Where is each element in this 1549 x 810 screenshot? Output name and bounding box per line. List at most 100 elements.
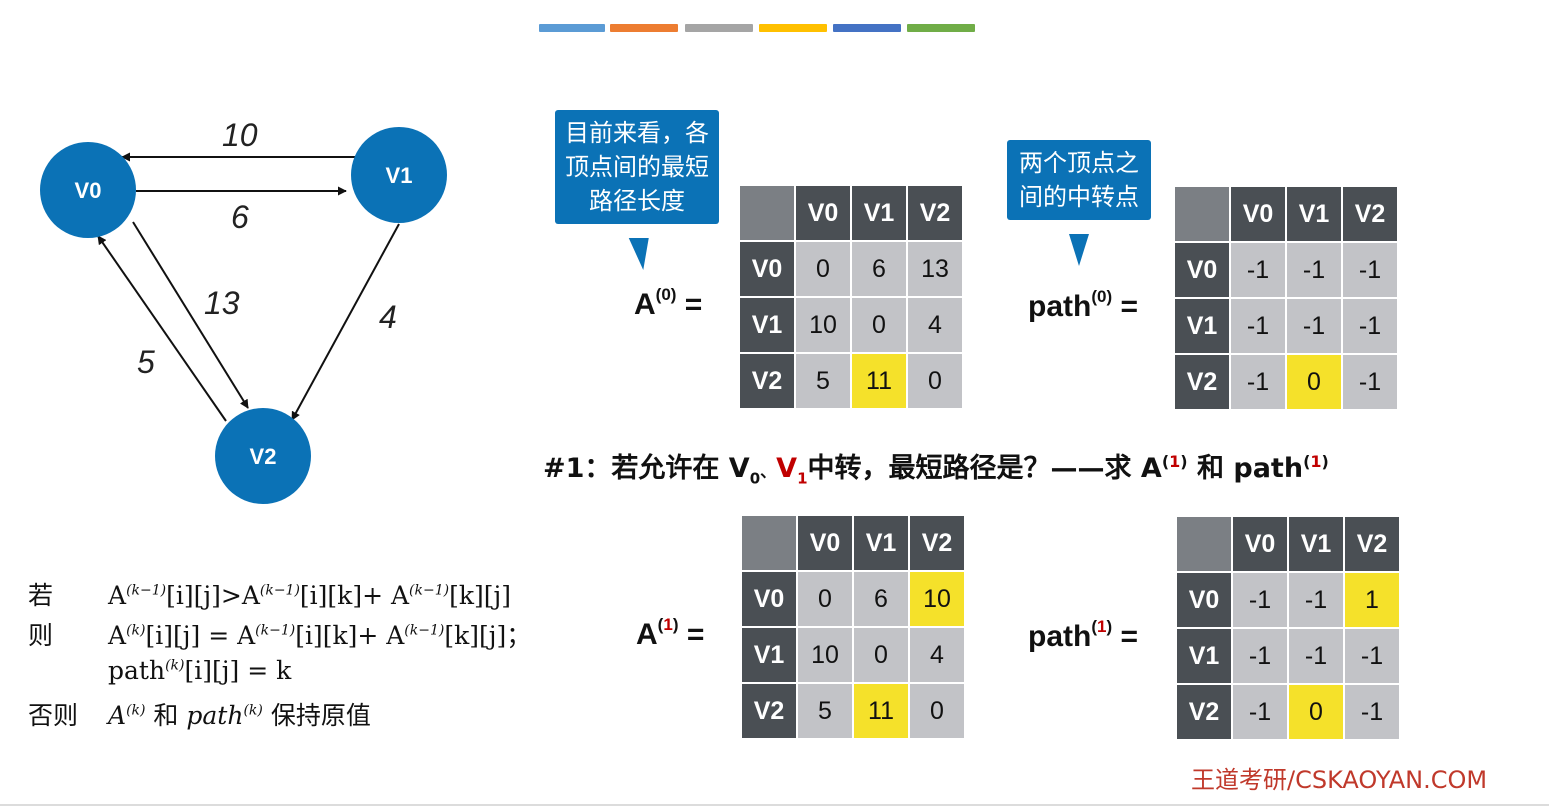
label-path1: path(1) = [1028, 617, 1138, 654]
label-path0: path(0) = [1028, 287, 1138, 324]
bottom-divider [0, 804, 1549, 806]
matrix-cell: 4 [908, 626, 966, 684]
step-prefix: #1：若允许在 V [543, 453, 750, 484]
top-bar-5 [833, 24, 901, 32]
formula-kw-then: 则 [28, 621, 54, 650]
row-header: V1 [740, 626, 798, 684]
matrix-cell: -1 [1343, 627, 1401, 685]
column-header: V1 [850, 184, 908, 242]
matrix-cell: 0 [852, 626, 910, 684]
node-v0-label: V0 [75, 178, 102, 203]
edge-weight-v1-v2: 4 [379, 299, 397, 335]
callout-line-1: 目前来看，各 [565, 119, 709, 147]
matrix-cell: -1 [1285, 297, 1343, 355]
column-header: V0 [794, 184, 852, 242]
step-path-sup: (1) [1303, 452, 1329, 471]
matrix-cell: 0 [906, 352, 964, 410]
row-header: V0 [738, 240, 796, 298]
matrix-cell: 0 [850, 296, 908, 354]
matrix-cell: -1 [1231, 683, 1289, 741]
edge-weight-v0-v2: 13 [204, 285, 240, 321]
matrix-cell: -1 [1229, 353, 1287, 411]
row-header: V2 [1175, 683, 1233, 741]
matrix-cell: 4 [906, 296, 964, 354]
edge-v0-v2 [132, 221, 249, 409]
callout-tail [628, 238, 654, 270]
edge-weight-v2-v0: 5 [137, 344, 155, 380]
row-header: V1 [1175, 627, 1233, 685]
node-v1-label: V1 [386, 163, 413, 188]
node-v1: V1 [351, 127, 447, 223]
matrix-cell: 0 [908, 682, 966, 740]
matrix-cell: -1 [1231, 571, 1289, 629]
matrix-cell: 0 [1285, 353, 1343, 411]
matrix-corner [740, 514, 798, 572]
matrix-corner [738, 184, 796, 242]
top-bar-2 [610, 24, 678, 32]
top-bar-4 [759, 24, 827, 32]
row-header: V1 [1173, 297, 1231, 355]
matrix-cell: 10 [908, 570, 966, 628]
label-path1-name: path [1028, 620, 1092, 653]
step-a-sup: (1) [1161, 452, 1188, 471]
row-header: V2 [738, 352, 796, 410]
label-a1-sup: (1) [657, 615, 679, 634]
matrix-cell: 6 [852, 570, 910, 628]
row-header: V0 [1173, 241, 1231, 299]
row-header: V2 [740, 682, 798, 740]
callout-shortest-length: 目前来看，各 顶点间的最短 路径长度 [555, 110, 719, 270]
matrix-cell: 0 [794, 240, 852, 298]
callout-line-2: 间的中转点 [1019, 183, 1139, 211]
matrix-cell: 11 [852, 682, 910, 740]
matrix-cell: 1 [1343, 571, 1401, 629]
label-path1-sup: (1) [1091, 617, 1113, 636]
row-header: V0 [1175, 571, 1233, 629]
formula-path-assign: path(k)[i][j] = k [108, 656, 292, 685]
footer-brand: 王道考研/CSKAOYAN.COM [1191, 766, 1488, 794]
step-v1: V [776, 453, 798, 484]
matrix-cell: 5 [796, 682, 854, 740]
matrix-cell: 10 [796, 626, 854, 684]
matrix-cell: -1 [1341, 241, 1399, 299]
column-header: V2 [906, 184, 964, 242]
callout-line-3: 路径长度 [589, 187, 685, 215]
step-question: #1：若允许在 V0、V1中转，最短路径是？——求 A(1) 和 path(1) [543, 446, 1329, 487]
matrix-cell: -1 [1341, 353, 1399, 411]
step-v0-sub: 0 [749, 469, 761, 488]
node-v2-label: V2 [250, 444, 277, 469]
top-bar-1 [539, 24, 605, 32]
matrix-row: V0-1-1-1 [1173, 241, 1399, 299]
row-header: V1 [738, 296, 796, 354]
row-header: V2 [1173, 353, 1231, 411]
matrix-cell: 5 [794, 352, 852, 410]
matrix-cell: -1 [1287, 571, 1345, 629]
column-header: V0 [796, 514, 854, 572]
node-v0: V0 [40, 142, 136, 238]
node-v2: V2 [215, 408, 311, 504]
label-a0-name: A [634, 288, 656, 321]
column-header: V2 [1341, 185, 1399, 243]
matrix-corner [1175, 515, 1233, 573]
label-a1-eq: = [678, 618, 705, 651]
directed-graph: 10 6 13 4 5 V0 V1 V2 [40, 117, 447, 504]
matrix-cell: -1 [1343, 683, 1401, 741]
matrix-cell: 10 [794, 296, 852, 354]
step-mid: 中转，最短路径是？——求 A [807, 453, 1162, 484]
callout-transit-node: 两个顶点之 间的中转点 [1007, 140, 1151, 266]
label-path1-eq: = [1112, 620, 1138, 653]
label-a1: A(1) = [636, 615, 704, 652]
